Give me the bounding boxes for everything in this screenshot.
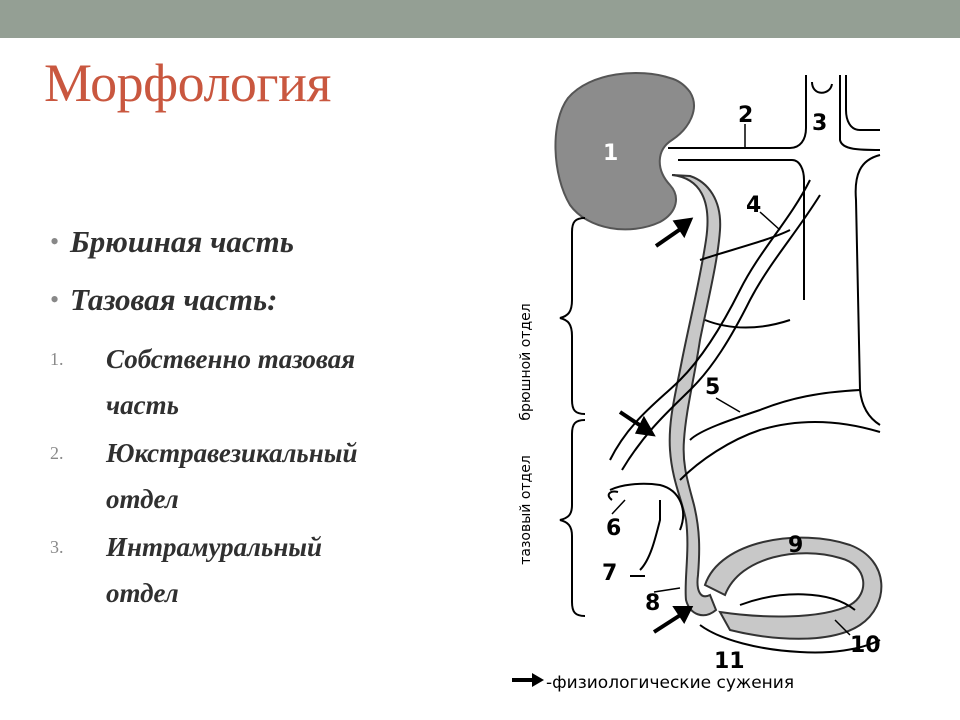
legend-text: -физиологические сужения (546, 673, 794, 693)
numbered-item: 2. Юкстравезикальный отдел (48, 430, 468, 522)
brace-pelvic (559, 419, 586, 617)
diagram-label: 3 (812, 111, 827, 136)
bullet-list: • Брюшная часть • Тазовая часть: 1. Собс… (48, 220, 468, 618)
arrowhead-icon (672, 606, 694, 624)
urethra (699, 624, 881, 654)
renal-vessel (668, 75, 807, 149)
numbered-item: 1. Собственно тазовая часть (48, 336, 468, 428)
bladder-inner (739, 593, 856, 611)
slide-title: Морфология (44, 53, 331, 113)
item-number: 2. (50, 443, 64, 463)
item-number: 3. (50, 537, 64, 557)
diagram-label: 9 (788, 533, 803, 558)
numbered-item: 3. Интрамуральный отдел (48, 524, 468, 616)
diagram-label: 8 (645, 591, 660, 616)
iliac-vessel (679, 421, 881, 481)
bullet-label: Брюшная часть (70, 224, 294, 259)
leader-line (611, 499, 626, 515)
label-pelvic: тазовый отдел (518, 455, 534, 565)
diagram-label: 7 (602, 561, 617, 586)
gonadal-vessel (621, 194, 821, 471)
constriction-arrow (654, 226, 684, 248)
item-line: Интрамуральный (106, 532, 323, 562)
diagram-label: 1 (603, 141, 618, 166)
label-abdominal: брюшной отдел (518, 303, 534, 420)
bullet-label: Тазовая часть: (70, 282, 278, 317)
vessel-3 (811, 81, 833, 94)
arrowhead-icon (634, 415, 656, 437)
vessel-7 (639, 500, 661, 571)
bullet-dot-icon: • (50, 285, 60, 314)
leader-line (653, 587, 681, 593)
diagram-label: 4 (746, 193, 761, 218)
item-line: отдел (106, 578, 179, 608)
renal-vessel (678, 159, 805, 300)
diagram-label: 10 (850, 633, 881, 658)
ureter-diagram: брюшной отдел тазовый отдел 1 2 3 4 5 6 … (512, 72, 883, 693)
bullet-item: • Тазовая часть: (48, 278, 468, 322)
leader-line (715, 397, 741, 413)
item-number: 1. (50, 349, 64, 369)
brace-abdominal (559, 217, 586, 415)
kidney-shape (554, 72, 695, 231)
item-line: Собственно тазовая (106, 344, 356, 374)
aorta (854, 154, 881, 426)
diagram-label: 2 (738, 103, 753, 128)
vessel-branch (704, 319, 791, 329)
vessel-6 (607, 490, 619, 501)
diagram-label: 5 (705, 375, 720, 400)
item-line: Юкстравезикальный (106, 438, 358, 468)
diagram-label: 6 (606, 516, 621, 541)
bullet-dot-icon: • (50, 227, 60, 256)
iliac-vessel (689, 389, 861, 441)
gonadal-vessel (609, 179, 811, 461)
bladder-wall (703, 536, 883, 640)
arrowhead-icon (672, 217, 694, 239)
item-line: отдел (106, 484, 179, 514)
vessel-branch (699, 229, 791, 261)
leader-line (834, 619, 851, 636)
diagram-label: 11 (714, 649, 745, 674)
aorta (839, 75, 881, 151)
top-bar (0, 0, 960, 38)
bullet-item: • Брюшная часть (48, 220, 468, 264)
constriction-arrow (652, 612, 684, 634)
arrowhead-icon (532, 673, 544, 687)
item-line: часть (106, 390, 179, 420)
aorta (845, 75, 880, 131)
vessel-6 (609, 482, 685, 531)
leader-line (759, 211, 781, 231)
